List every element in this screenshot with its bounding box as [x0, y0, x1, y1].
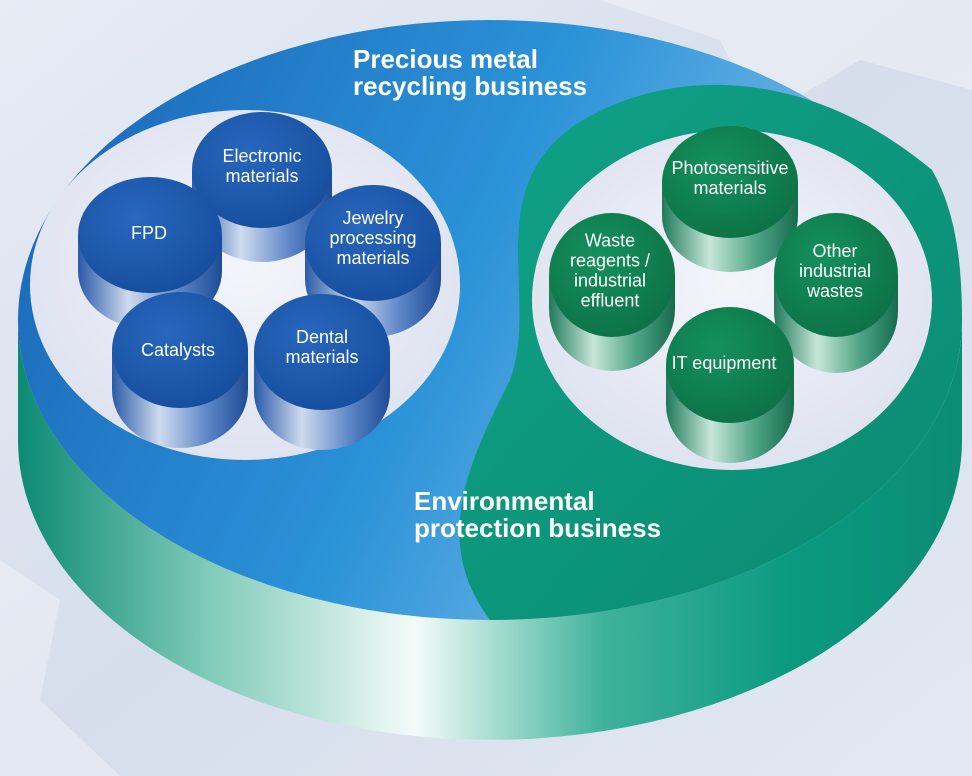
disc-label-other-industrial-wastes: Other industrial wastes [798, 240, 872, 302]
disc-label-fpd: FPD [131, 222, 167, 243]
disc-label-catalysts: Catalysts [140, 339, 216, 360]
disc-label-waste-reagents: Waste reagents / industrial effluent [569, 230, 651, 312]
disc-label-it-equipment: IT equipment [671, 352, 777, 373]
disc-waste-reagents-top [549, 213, 675, 337]
disc-electronic-materials [192, 112, 332, 262]
disc-it-equipment-top [666, 307, 794, 423]
disc-electronic-materials-top [192, 112, 332, 228]
cylinder-wall [18, 320, 962, 740]
disc-label-jewelry-processing-materials: Jewelry processing materials [329, 207, 417, 269]
disc-catalysts [112, 292, 248, 448]
disc-other-industrial-wastes [774, 213, 898, 373]
disc-dental-materials-top [254, 294, 390, 410]
disc-label-electronic-materials: Electronic materials [222, 145, 302, 186]
disc-jewelry-processing-materials-top [305, 185, 441, 301]
precious-title: Precious metal recycling business [353, 44, 588, 102]
discs-layer [78, 112, 898, 463]
disc-catalysts-top [112, 292, 248, 408]
disc-photosensitive-materials-top [662, 126, 798, 238]
environmental-title: Environmental protection business [414, 486, 662, 544]
disc-photosensitive-materials [662, 126, 798, 272]
background-map-shape [600, 0, 972, 120]
disc-other-industrial-wastes-top [774, 213, 898, 337]
background-map-shape-2 [0, 560, 120, 776]
disc-fpd-top [78, 177, 222, 293]
disc-it-equipment [666, 307, 794, 463]
disc-label-dental-materials: Dental materials [285, 326, 359, 367]
disc-label-photosensitive-materials: Photosensitive materials [671, 157, 789, 198]
disc-dental-materials [254, 294, 390, 450]
disc-waste-reagents [549, 213, 675, 371]
